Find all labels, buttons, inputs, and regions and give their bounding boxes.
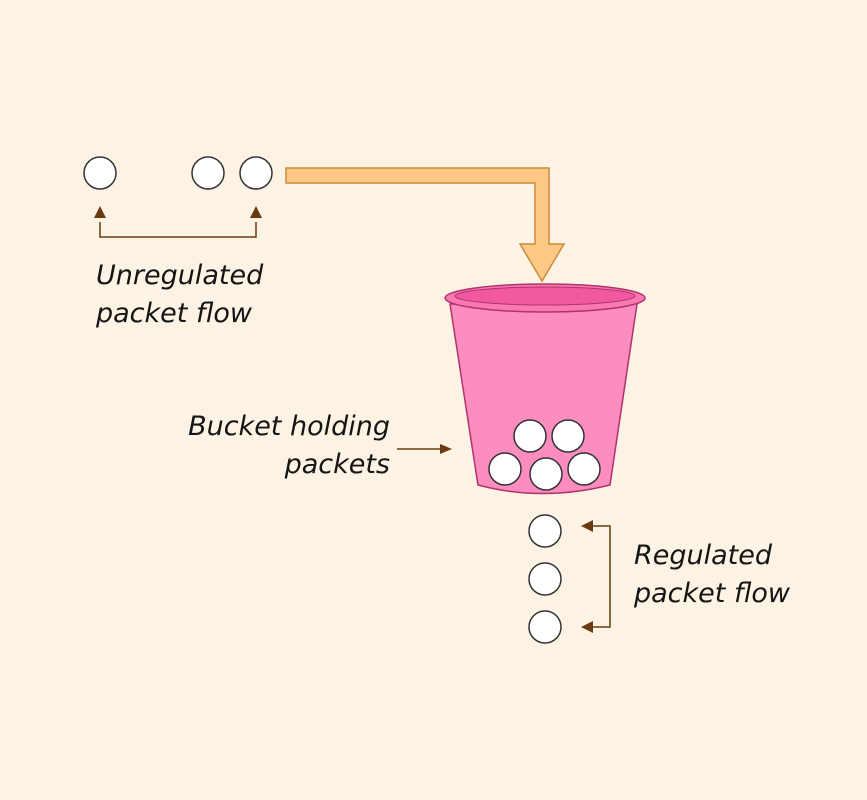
packet xyxy=(83,156,117,190)
packet xyxy=(513,419,547,453)
label-line: packet flow xyxy=(634,578,790,609)
regulated-flow-label: Regulated packet flow xyxy=(634,537,790,613)
regulated-packets xyxy=(528,514,562,644)
bucket-opening xyxy=(454,286,636,306)
packet xyxy=(528,562,562,596)
bucket xyxy=(444,283,646,495)
flow-arrow xyxy=(285,167,566,283)
packet xyxy=(191,156,225,190)
label-line: packet flow xyxy=(96,298,252,329)
packet xyxy=(529,457,563,491)
bucket-packets xyxy=(488,419,601,491)
bucket-label-arrow xyxy=(397,444,452,454)
label-line: packets xyxy=(284,449,390,480)
packet xyxy=(528,610,562,644)
label-line: Regulated xyxy=(634,540,773,571)
unregulated-bracket-arrow xyxy=(94,206,262,238)
label-line: Bucket holding xyxy=(188,411,390,442)
bucket-label: Bucket holding packets xyxy=(180,408,390,484)
packet xyxy=(567,452,601,486)
unregulated-flow-label: Unregulated packet flow xyxy=(96,257,263,333)
packet xyxy=(551,419,585,453)
unregulated-packets xyxy=(83,156,273,190)
label-line: Unregulated xyxy=(96,260,264,291)
packet xyxy=(528,514,562,548)
packet xyxy=(239,156,273,190)
regulated-bracket-arrow xyxy=(581,520,611,633)
bucket-body xyxy=(449,303,638,495)
packet xyxy=(488,452,522,486)
